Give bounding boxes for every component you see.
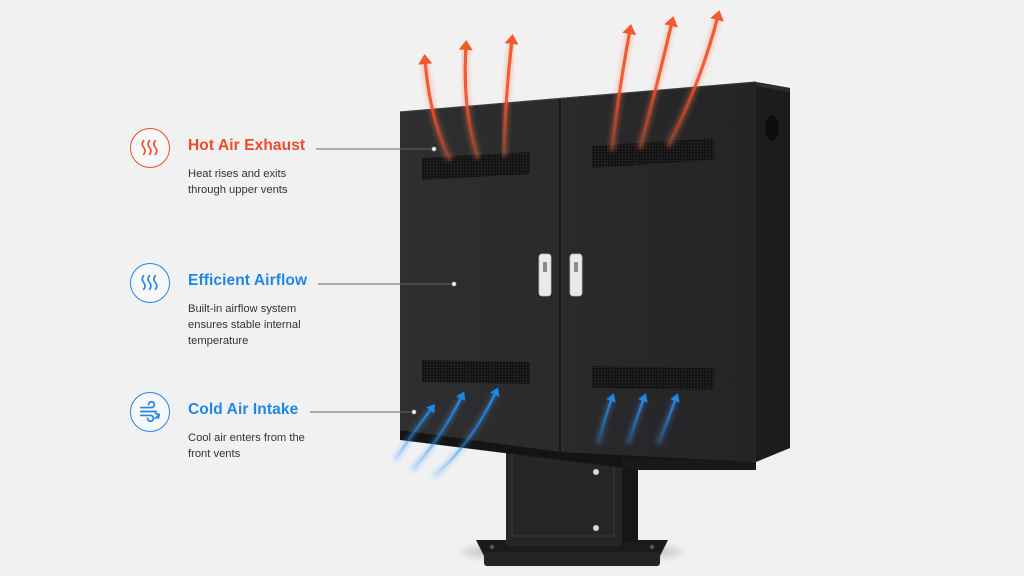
- efficient-airflow-title: Efficient Airflow: [188, 272, 308, 289]
- hot-air-arrow: [608, 24, 637, 152]
- top-right-vent: [592, 138, 714, 168]
- cool-air-arrow: [432, 387, 500, 479]
- cold-air-intake-description: Cool air enters from the front vents: [188, 432, 305, 460]
- airflow-waves-icon: [130, 263, 170, 303]
- cold-air-intake-title: Cold Air Intake: [188, 401, 299, 418]
- bottom-left-vent: [422, 360, 530, 384]
- leader-lines: [310, 146, 457, 415]
- cool-air-arrow: [595, 393, 616, 446]
- cool-air-arrow: [392, 404, 436, 462]
- cool-air-arrow: [655, 393, 680, 446]
- cold-intake-icon: [130, 392, 170, 432]
- cool-air-arrow: [409, 391, 466, 473]
- hot-air-exhaust-description: Heat rises and exits through upper vents: [188, 168, 288, 196]
- door-handles: [538, 253, 583, 297]
- hot-air-arrow: [458, 40, 482, 160]
- hot-air-arrow: [500, 34, 519, 158]
- efficient-airflow-description: Built-in airflow system ensures stable i…: [188, 303, 301, 347]
- heat-waves-icon: [130, 128, 170, 168]
- cool-air-arrow: [625, 393, 648, 446]
- hot-air-exhaust-title: Hot Air Exhaust: [188, 137, 306, 154]
- hot-air-arrows: [418, 10, 724, 162]
- hot-air-arrow: [664, 10, 724, 148]
- hot-air-arrow: [636, 16, 678, 150]
- hot-air-arrow: [418, 54, 454, 162]
- cool-air-arrows: [392, 387, 680, 479]
- bottom-right-vent: [592, 366, 714, 390]
